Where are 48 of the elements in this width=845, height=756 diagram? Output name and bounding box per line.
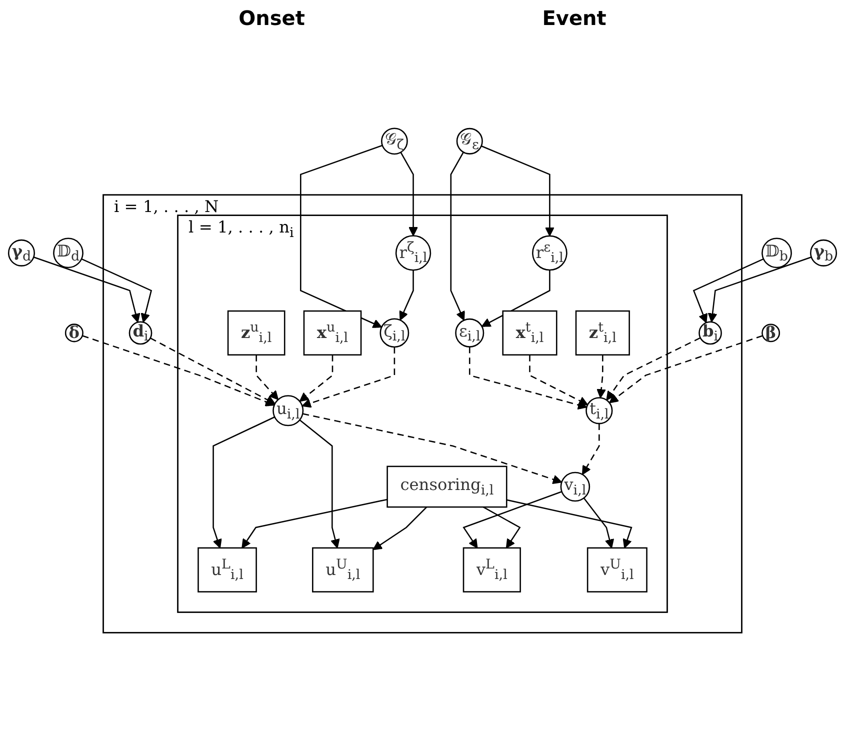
arrow <box>606 337 701 401</box>
arrow <box>609 335 763 404</box>
arrow <box>242 498 388 548</box>
arrow <box>302 413 562 484</box>
node-circle: 𝔻$_{b}$ <box>762 238 792 268</box>
node-circle: 𝒢$_{ε}$ <box>456 128 483 154</box>
node-circle: ε$_{i,l}$ <box>455 318 484 348</box>
arrow <box>33 256 140 323</box>
arrow <box>299 419 340 548</box>
column-heading: Onset <box>238 6 305 30</box>
arrow <box>302 347 396 408</box>
arrow <box>529 354 588 406</box>
arrow <box>450 152 465 321</box>
arrow <box>212 416 275 548</box>
arrow <box>481 145 554 236</box>
node-circle: β <box>762 324 780 342</box>
arrow <box>582 424 600 475</box>
arrow <box>583 498 614 548</box>
arrow <box>400 152 418 236</box>
arrow <box>372 506 428 550</box>
node-circle: 𝒢$_{ζ}$ <box>381 128 408 155</box>
node-circle: d$_{i}$ <box>128 321 152 345</box>
node-circle: u$_{i,l}$ <box>272 395 304 426</box>
arrow <box>596 354 606 398</box>
node-circle: ζ$_{i,l}$ <box>380 318 410 348</box>
column-heading: Event <box>542 6 606 30</box>
arrow <box>482 506 521 548</box>
arrow <box>299 354 334 402</box>
arrow <box>462 491 562 548</box>
node-circle: γ$_{b}$ <box>810 239 838 266</box>
node-circle: γ$_{d}$ <box>8 239 35 266</box>
arrow <box>506 499 632 548</box>
node-circle: 𝔻$_{d}$ <box>53 238 84 268</box>
arrow <box>481 270 550 327</box>
arrow <box>399 270 414 321</box>
node-circle: t$_{i,l}$ <box>586 397 613 424</box>
arrow <box>468 346 588 410</box>
node-circle: δ <box>64 324 84 342</box>
node-circle: b$_{i}$ <box>698 321 722 345</box>
node-box: censoring$_{i,l}$ <box>386 466 508 508</box>
node-circle: v$_{i,l}$ <box>560 472 590 502</box>
arrow <box>708 256 812 322</box>
arrow <box>300 144 383 328</box>
arrow <box>692 258 764 324</box>
arrow <box>150 338 276 404</box>
arrow <box>82 335 275 406</box>
arrow <box>81 258 152 323</box>
arrow <box>256 354 279 400</box>
